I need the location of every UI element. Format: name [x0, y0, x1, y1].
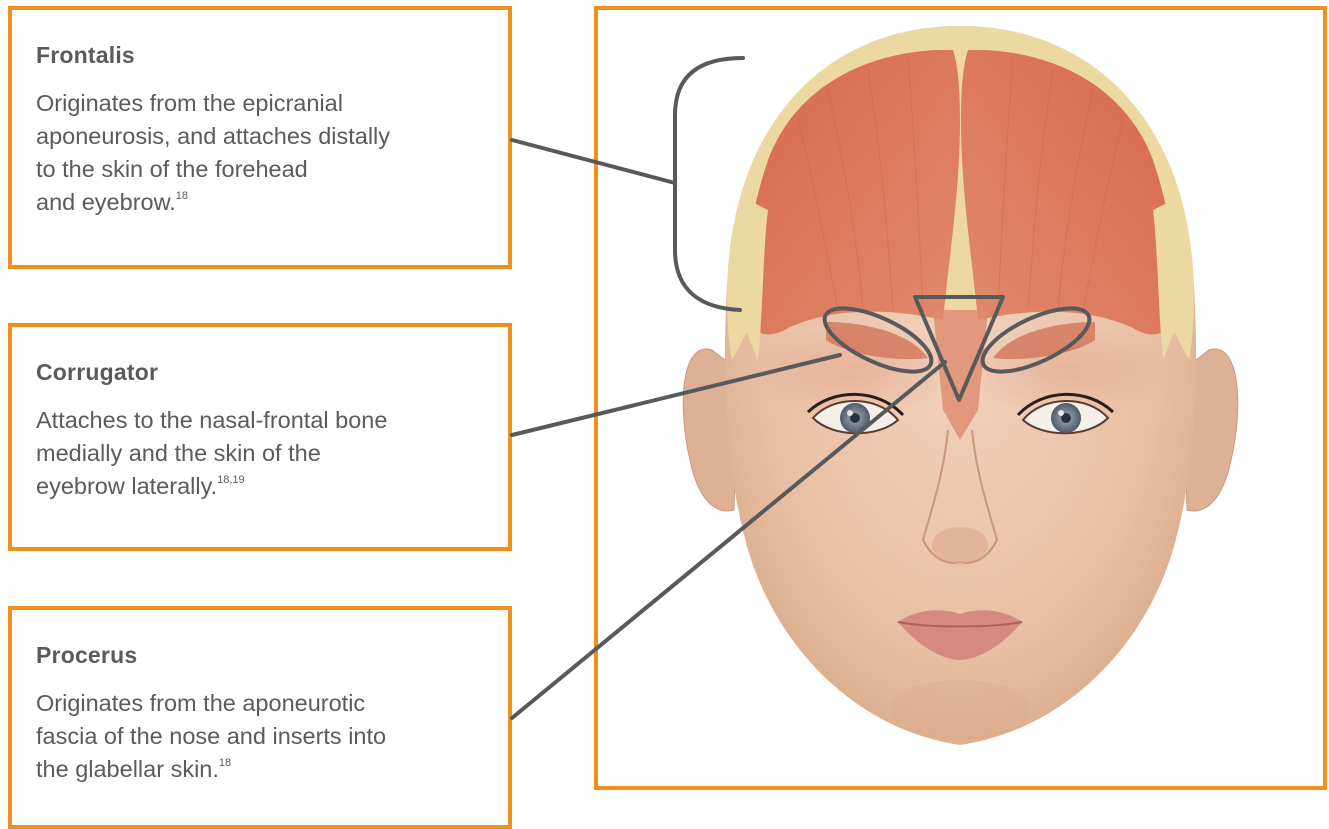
frontalis-desc-line: aponeurosis, and attaches distally — [36, 123, 390, 149]
frontalis-description: Originates from the epicranial aponeuros… — [36, 87, 484, 219]
frontalis-desc-line: Originates from the epicranial — [36, 90, 343, 116]
frontalis-callout: Frontalis Originates from the epicranial… — [8, 6, 512, 269]
procerus-title: Procerus — [36, 642, 484, 669]
corrugator-desc-line: medially and the skin of the — [36, 440, 321, 466]
nose-tip — [932, 527, 988, 563]
corrugator-description: Attaches to the nasal-frontal bone media… — [36, 404, 484, 503]
chin-shading — [890, 680, 1030, 740]
corrugator-reference: 18,19 — [217, 474, 245, 486]
face-illustration — [598, 10, 1323, 786]
frontalis-title: Frontalis — [36, 42, 484, 69]
frontalis-reference: 18 — [176, 190, 188, 202]
procerus-desc-line: the glabellar skin. — [36, 756, 219, 782]
frontalis-desc-line: to the skin of the forehead — [36, 156, 308, 182]
face-illustration-frame — [594, 6, 1327, 790]
corrugator-desc-line: eyebrow laterally. — [36, 473, 217, 499]
corrugator-callout: Corrugator Attaches to the nasal-frontal… — [8, 323, 512, 551]
procerus-callout: Procerus Originates from the aponeurotic… — [8, 606, 512, 829]
frontalis-desc-line: and eyebrow. — [36, 189, 176, 215]
frontalis-right-muscle — [961, 50, 1175, 335]
frontalis-left-muscle — [746, 50, 960, 335]
corrugator-desc-line: Attaches to the nasal-frontal bone — [36, 407, 387, 433]
procerus-desc-line: fascia of the nose and inserts into — [36, 723, 386, 749]
procerus-description: Originates from the aponeurotic fascia o… — [36, 687, 484, 786]
procerus-reference: 18 — [219, 757, 231, 769]
corrugator-title: Corrugator — [36, 359, 484, 386]
procerus-desc-line: Originates from the aponeurotic — [36, 690, 365, 716]
